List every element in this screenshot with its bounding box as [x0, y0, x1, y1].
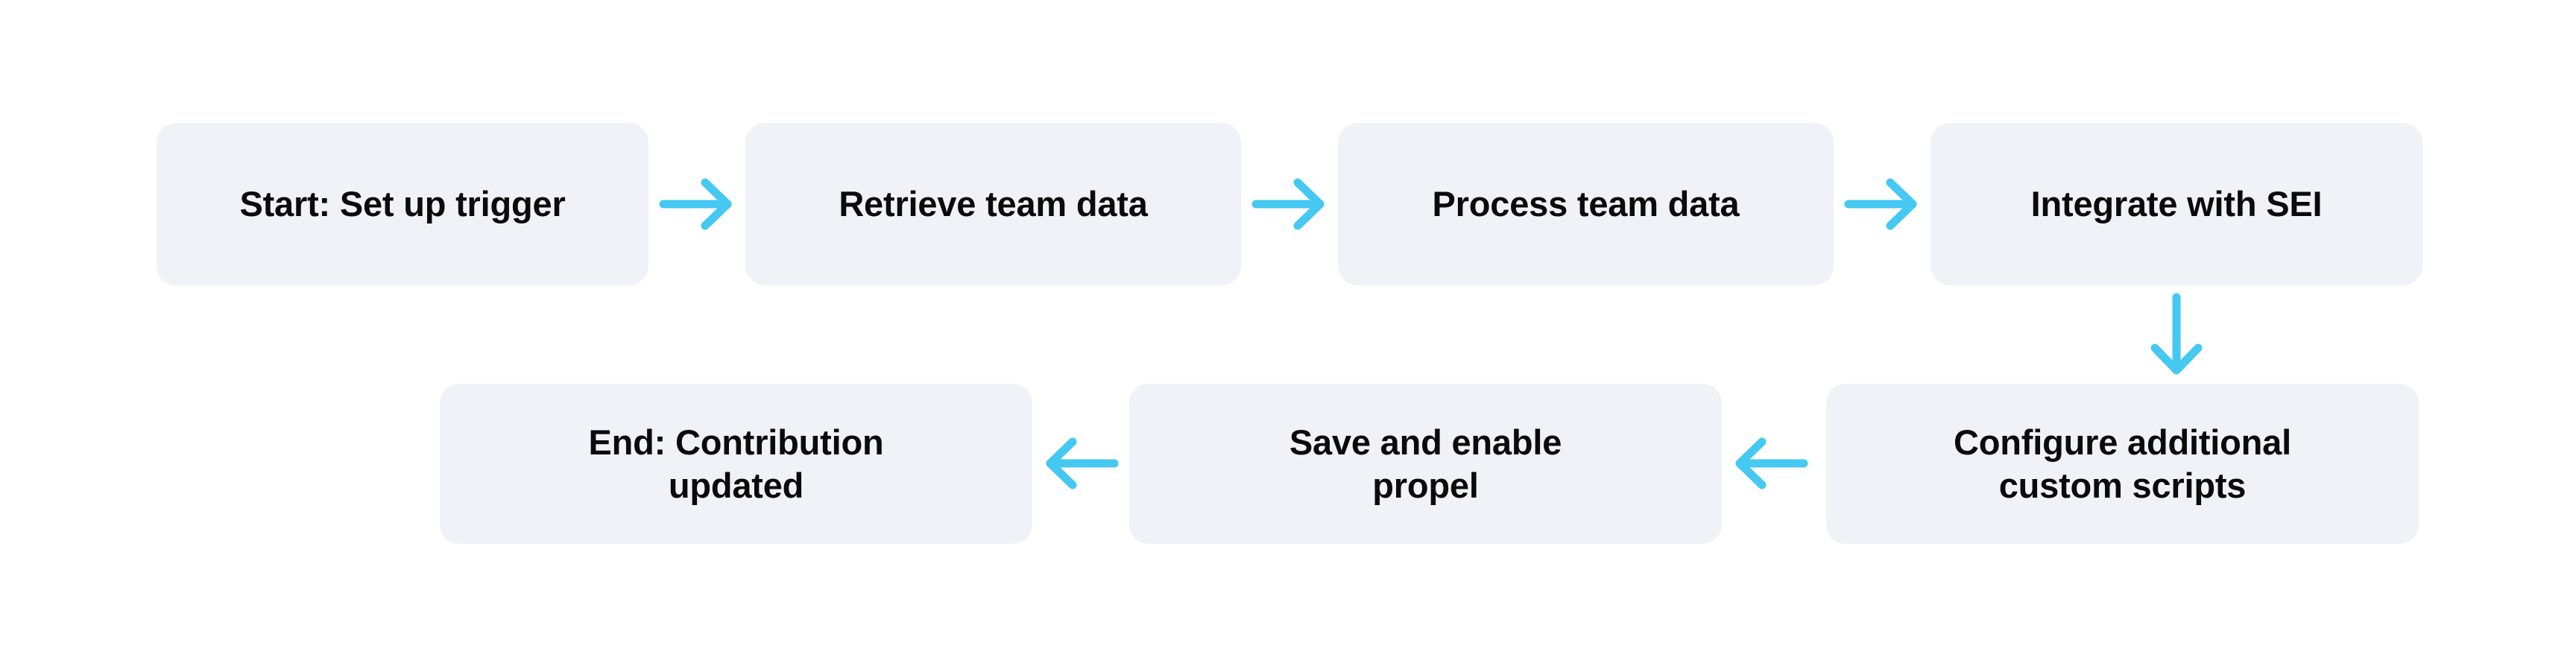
arrow-right-icon: [1834, 171, 1931, 238]
arrow-right-icon: [648, 171, 745, 238]
arrow-left-icon: [1722, 430, 1819, 497]
arrow-right-icon: [1241, 171, 1338, 238]
flow-node-configure-custom-scripts[interactable]: Configure additional custom scripts: [1826, 384, 2419, 544]
flow-node-process-team-data[interactable]: Process team data: [1338, 123, 1834, 285]
flow-node-start[interactable]: Start: Set up trigger: [157, 123, 648, 285]
flow-node-integrate-with-sei[interactable]: Integrate with SEI: [1931, 123, 2422, 285]
flow-node-end-contribution-updated[interactable]: End: Contribution updated: [440, 384, 1032, 544]
flow-node-save-and-enable-propel[interactable]: Save and enable propel: [1129, 384, 1722, 544]
arrow-left-icon: [1032, 430, 1129, 497]
arrow-down-icon: [2143, 287, 2210, 384]
flow-node-retrieve-team-data[interactable]: Retrieve team data: [745, 123, 1241, 285]
